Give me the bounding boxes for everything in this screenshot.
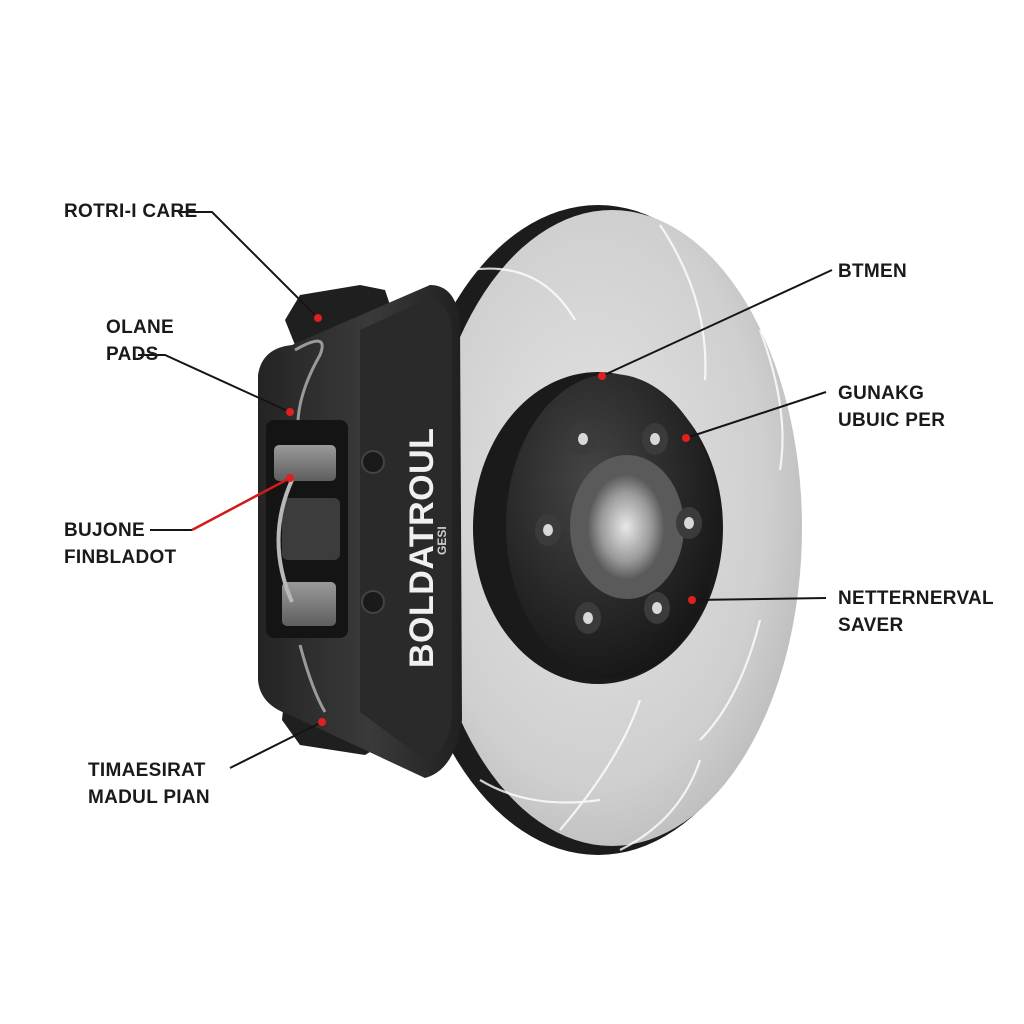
leader-line-bujone-highlight [191,476,291,532]
callout-rotor-care: ROTRI-I CARE [64,198,197,225]
lug-stud [644,592,670,624]
marker-dot [598,372,606,380]
caliper-bolt [361,590,385,614]
marker-dot [318,718,326,726]
lug-stud [535,514,561,546]
callout-text: BTMEN [838,261,908,282]
marker-dot [286,408,294,416]
callout-text: TIMAESIRAT [88,760,206,781]
caliper-side-face [360,298,452,760]
lug-stud [642,423,668,455]
lug-stud [676,507,702,539]
callout-brake-pads: OLANE PADS [106,314,174,368]
retaining-spring [276,479,294,603]
callout-text: UBUIC PER [838,410,946,431]
callout-netternerval: NETTERNERVAL SAVER [838,585,994,639]
marker-dot [688,596,696,604]
callout-text: GUNAKG [838,383,925,404]
leader-line-timaesirat [229,721,323,769]
callout-text: NETTERNERVAL [838,588,994,609]
callout-text: SAVER [838,615,904,636]
callout-bujone: BUJONE FINBLADOT [64,517,176,571]
callout-text: OLANE [106,317,174,338]
brake-rotor [398,205,802,855]
brake-pad-lower [282,582,336,626]
brake-caliper: BOLDATROUL GESI [258,285,462,778]
caliper-logo: BOLDATROUL [403,428,441,668]
lug-studs [535,423,702,634]
retaining-clip-bottom [298,644,327,713]
leader-line-rotor-care [180,211,319,319]
leader-line-btmen [601,269,833,377]
leader-line-brake-pads [138,354,291,413]
callout-text: MADUL PIAN [88,787,210,808]
marker-dot [682,434,690,442]
callout-timaesirat: TIMAESIRAT MADUL PIAN [88,757,210,811]
lug-stud [575,602,601,634]
retaining-clip-top [294,339,324,421]
rotor-slots [469,224,784,851]
callout-text: FINBLADOT [64,547,177,568]
callout-text: PADS [106,344,159,365]
callout-text: ROTRI-I CARE [64,201,198,222]
lug-stud [570,423,596,455]
marker-dot [314,314,322,322]
leader-line-gunakg [685,391,827,439]
callout-text: BUJONE [64,520,145,541]
caliper-logo-subtext: GESI [435,526,449,555]
caliper-bolt [361,450,385,474]
leader-lines [138,211,833,769]
callout-markers [286,314,696,726]
leader-line-netternerval [691,597,827,601]
hub-bore [588,475,664,579]
callout-btmen: BTMEN [838,258,907,285]
callout-gunakg: GUNAKG UBUIC PER [838,380,945,434]
caliper-piston [282,498,340,560]
marker-dot [286,474,294,482]
brake-pad-upper [274,445,336,481]
